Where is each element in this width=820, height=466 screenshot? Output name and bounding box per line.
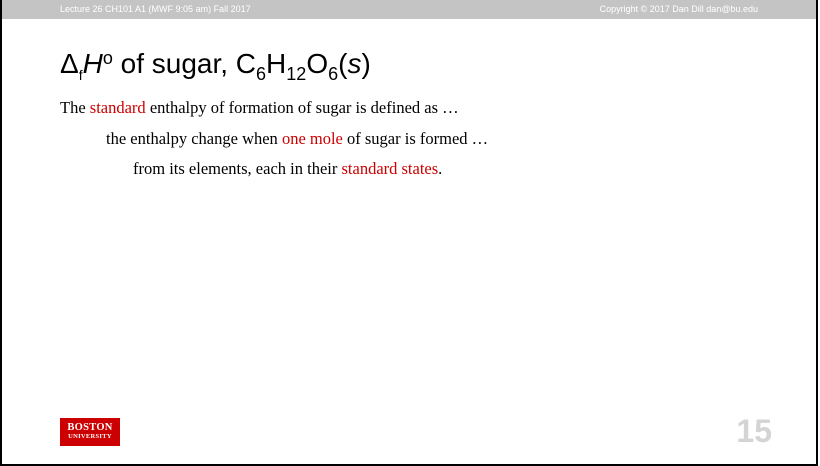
slide-title: ΔfHo of sugar, C6H12O6(s) (60, 48, 371, 83)
logo-line-2: UNIVERSITY (68, 433, 112, 440)
line1-highlight: standard (89, 98, 146, 117)
line2-highlight: one mole (281, 129, 343, 148)
title-oxygen: O (306, 48, 329, 79)
line3-highlight: standard states (341, 159, 439, 178)
header-lecture-info: Lecture 26 CH101 A1 (MWF 9:05 am) Fall 2… (60, 4, 251, 14)
body-line-1: The standard enthalpy of formation of su… (60, 98, 459, 118)
title-superscript-o: o (102, 48, 113, 68)
title-of-sugar: of sugar, C (112, 48, 257, 79)
line2-pre: the enthalpy change when (106, 129, 282, 148)
line3-post: . (438, 159, 443, 178)
header-copyright: Copyright © 2017 Dan Dill dan@bu.edu (599, 4, 758, 14)
title-paren-open: ( (338, 48, 348, 79)
title-h: H (82, 48, 103, 79)
boston-university-logo: BOSTON UNIVERSITY (60, 418, 120, 446)
line1-pre: The (60, 98, 90, 117)
title-paren-close: ) (361, 48, 371, 79)
title-delta: Δ (60, 48, 79, 79)
body-line-3: from its elements, each in their standar… (133, 159, 442, 179)
title-subscript-12: 12 (286, 64, 307, 84)
title-hydrogen: H (266, 48, 287, 79)
body-line-2: the enthalpy change when one mole of sug… (106, 129, 488, 149)
title-subscript-6a: 6 (256, 64, 267, 84)
title-subscript-f: f (78, 67, 83, 83)
title-subscript-6b: 6 (328, 64, 339, 84)
title-state: s (347, 48, 362, 79)
header-bar: Lecture 26 CH101 A1 (MWF 9:05 am) Fall 2… (2, 0, 816, 19)
page-number: 15 (736, 413, 772, 449)
line3-pre: from its elements, each in their (133, 159, 342, 178)
line2-post: of sugar is formed … (342, 129, 489, 148)
logo-line-1: BOSTON (67, 422, 113, 433)
line1-post: enthalpy of formation of sugar is define… (145, 98, 459, 117)
